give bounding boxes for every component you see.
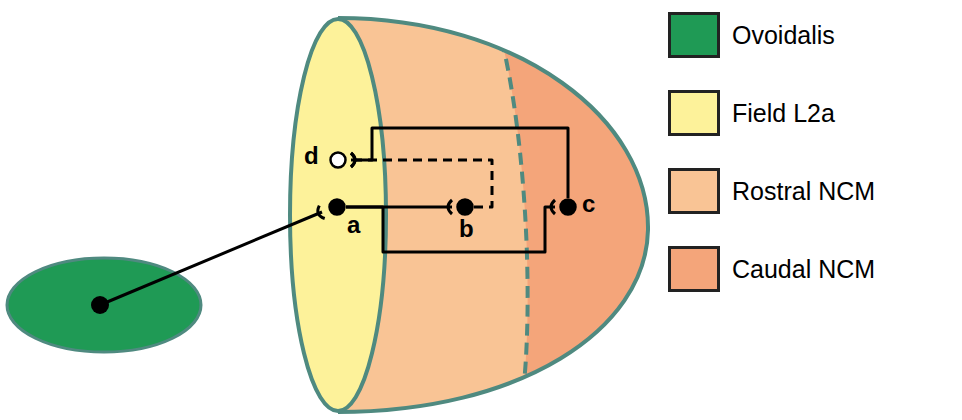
legend-swatch xyxy=(668,168,720,214)
legend-label: Ovoidalis xyxy=(732,21,835,50)
neuron-dot xyxy=(458,200,473,215)
ovoidalis-neuron xyxy=(91,296,109,314)
region-boundary xyxy=(497,22,528,402)
neuron: b xyxy=(456,198,474,216)
thalamic-projection xyxy=(100,212,322,305)
neuron-label: c xyxy=(582,192,595,216)
legend-label: Field L2a xyxy=(732,99,835,128)
legend-swatch xyxy=(668,246,720,292)
axon-connector xyxy=(351,128,568,198)
legend: OvoidalisField L2aRostral NCM Caudal NCM xyxy=(668,12,875,324)
neuron-body xyxy=(559,198,577,216)
axon-connector xyxy=(346,207,555,252)
neuron-body xyxy=(456,198,474,216)
axon-connector xyxy=(351,160,492,207)
neuron-label: d xyxy=(304,144,319,168)
legend-swatch xyxy=(668,90,720,136)
legend-swatch xyxy=(668,12,720,58)
legend-label: Rostral NCM xyxy=(732,177,875,206)
legend-row: Ovoidalis xyxy=(668,12,875,58)
legend-row: Caudal NCM xyxy=(668,246,875,292)
legend-row: Rostral NCM xyxy=(668,168,875,214)
neuron-dot xyxy=(330,200,345,215)
legend-row: Field L2a xyxy=(668,90,875,136)
neuron-dot xyxy=(331,153,346,168)
neuron-dot xyxy=(561,200,576,215)
legend-label: Caudal NCM xyxy=(732,255,875,284)
neuron: c xyxy=(559,198,577,216)
field-l2a-face xyxy=(290,19,386,411)
neuron-label: a xyxy=(347,213,360,237)
neuron-body xyxy=(329,151,347,169)
neuron: d xyxy=(329,151,347,169)
neuron-body xyxy=(328,198,346,216)
ovoidalis-nucleus xyxy=(7,258,201,352)
neuron: a xyxy=(328,198,346,216)
neuron-label: b xyxy=(459,217,474,241)
